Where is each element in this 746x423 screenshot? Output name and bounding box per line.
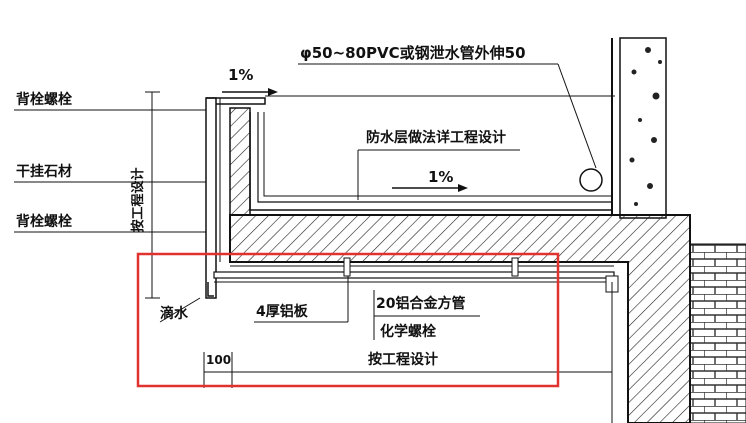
vertical-dimension [145,91,160,299]
waterproof-layer [249,112,612,211]
slope-arrow-top [222,88,278,96]
aluminum-soffit [207,257,619,423]
waterproof-note: 防水层做法详工程设计 [366,129,506,146]
concrete-wall [611,37,667,219]
slope-inner-label: 1% [428,168,453,186]
bottom-dimension [203,352,613,388]
concrete-slab [229,107,691,423]
vertical-design-label: 按工程设计 [130,167,146,232]
brick-wall [689,243,746,423]
drain-pipe [579,168,603,192]
chemical-bolt-label: 化学螺栓 [380,323,436,340]
back-bolt-lower-label: 背栓螺栓 [16,213,72,230]
slope-arrow-inner [392,184,468,192]
stone-cladding [205,97,266,299]
aluminum-plate-label: 4厚铝板 [256,303,309,320]
pipe-note: φ50~80PVC或钢泄水管外伸50 [300,44,526,62]
leader-lines [14,63,615,340]
dim-100-label: 100 [206,353,231,367]
highlight-box [136,252,560,388]
dry-hang-stone-label: 干挂石材 [16,163,72,180]
slope-top-label: 1% [228,66,253,84]
aluminum-tube-label: 20铝合金方管 [376,295,465,312]
back-bolt-upper-label: 背栓螺栓 [16,91,72,108]
drip-label: 滴水 [160,305,189,322]
bottom-design-label: 按工程设计 [368,351,438,368]
